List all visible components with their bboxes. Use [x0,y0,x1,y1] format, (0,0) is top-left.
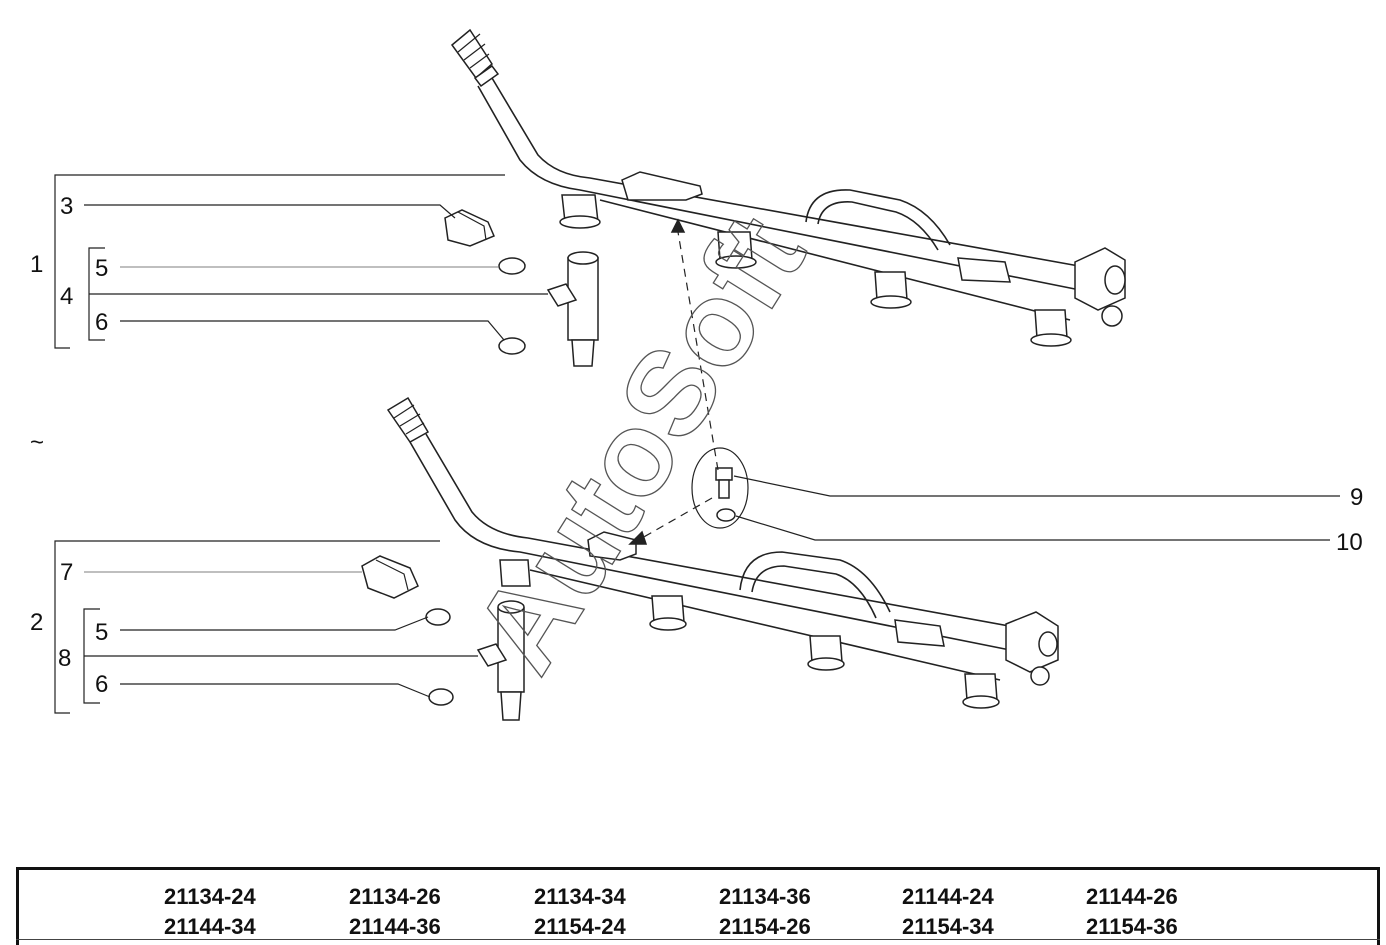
lower-fuel-rail-assembly [386,396,1059,709]
tilde-mark: ~ [30,429,44,456]
callout-1: 1 [30,251,43,278]
model-code: 21134-26 [349,884,441,909]
callout-numbers: 1 3 4 5 6 ~ 2 7 8 5 6 9 10 [30,193,1363,698]
callout-4: 4 [60,283,73,310]
upper-injector-cups [559,194,1072,347]
assembly-arrow-up [677,231,719,471]
part-6-lower-seal [428,688,454,706]
part-3-clip [444,209,495,247]
model-code: 21144-24 [902,884,994,909]
callout-5-upper: 5 [95,255,108,282]
upper-fuel-rail-assembly [450,28,1126,347]
model-code: 21144-34 [164,914,256,939]
callout-7: 7 [60,559,73,586]
upper-inlet-fitting [450,28,500,88]
model-codes-table: 21134-24 21134-26 21134-34 21134-36 2114… [16,867,1380,945]
detail-circle [691,447,749,529]
part-7-clip [361,555,419,599]
part-6-upper-seal [498,337,526,355]
part-8-lower-injector [476,600,525,721]
lower-rail-clip [587,531,637,561]
part-5-lower-seal [425,608,451,626]
model-code: 21154-24 [534,914,626,939]
model-code: 21134-36 [719,884,811,909]
part-5-upper-seal [498,257,526,275]
callout-8: 8 [58,645,71,672]
upper-rail-clip [621,171,703,201]
fuel-rail-exploded-diagram: AutoSoft 1 3 4 5 6 ~ 2 7 8 5 6 9 10 [30,28,1363,721]
upper-end-fitting [1074,247,1126,327]
model-code: 21134-34 [534,884,626,909]
model-code: 21144-26 [1086,884,1178,909]
model-code: 21154-26 [719,914,811,939]
lower-end-fitting [1005,611,1059,686]
table-divider [16,939,1380,940]
callout-6-lower: 6 [95,671,108,698]
model-code: 21154-36 [1086,914,1178,939]
model-code: 21154-34 [902,914,994,939]
part-4-upper-injector [546,251,599,367]
model-codes-row-1: 21134-24 21134-26 21134-34 21134-36 2114… [19,884,1377,914]
callout-10: 10 [1336,529,1363,556]
model-code: 21144-36 [349,914,441,939]
lower-rail-pipe [409,441,1011,651]
callout-3: 3 [60,193,73,220]
part-10-washer [716,508,736,522]
callout-6-upper: 6 [95,309,108,336]
callout-2: 2 [30,609,43,636]
callout-9: 9 [1350,484,1363,511]
callout-5-lower: 5 [95,619,108,646]
model-code: 21134-24 [164,884,256,909]
model-codes-row-2: 21144-34 21144-36 21154-24 21154-26 2115… [19,914,1377,944]
leader-lines [54,174,1340,714]
lower-injector-cups [499,559,1000,709]
upper-rail-pipe [477,85,1081,291]
lower-inlet-fitting [386,396,430,443]
part-9-screw [715,467,733,499]
